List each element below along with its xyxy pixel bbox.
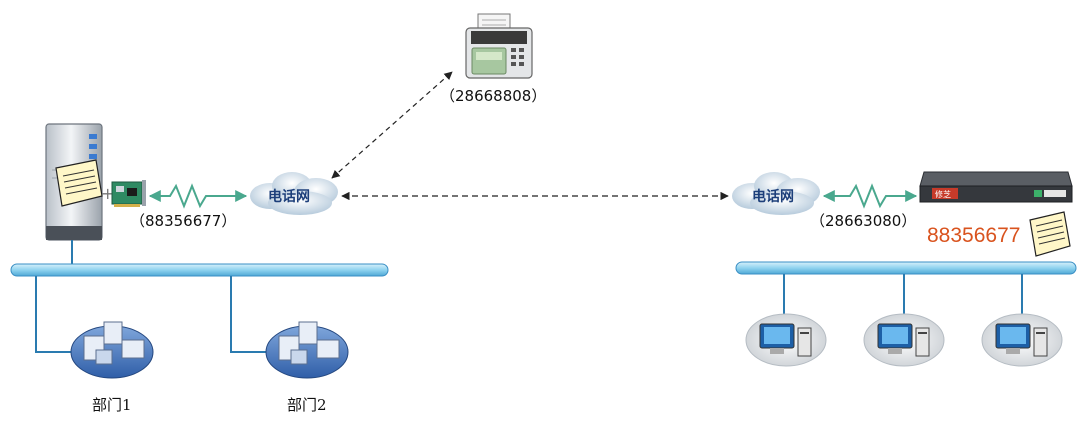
department-1-icon	[70, 321, 154, 379]
dept2-link-line	[230, 276, 272, 353]
department-1-label: 部门1	[92, 396, 132, 414]
left-signal-icon	[148, 183, 248, 209]
fax-card-icon	[111, 180, 146, 207]
received-document-icon	[1029, 211, 1071, 257]
left-telephone-network-cloud-icon	[250, 172, 338, 215]
fax-gateway-device-icon: 修芝	[919, 171, 1073, 203]
left-network-label: 电话网	[268, 188, 310, 205]
plus-icon: +	[101, 184, 114, 203]
department-2-icon	[265, 321, 349, 379]
device-brand-text: 修芝	[935, 189, 951, 199]
fax-link-line	[331, 71, 453, 179]
dept1-link-line	[35, 276, 78, 353]
server-number-label: （88356677）	[130, 212, 236, 230]
forwarded-number-label: 88356677	[927, 224, 1020, 247]
left-lan-bus	[10, 263, 389, 277]
department-2-label: 部门2	[287, 396, 327, 414]
pc-1-icon	[745, 313, 827, 367]
fax-number-label: （28668808）	[440, 87, 546, 105]
right-telephone-network-cloud-icon	[732, 172, 820, 215]
gateway-number-label: （28663080）	[810, 212, 916, 230]
right-network-label: 电话网	[752, 188, 794, 205]
fax-machine-icon	[465, 13, 533, 79]
fax-document-icon	[55, 159, 103, 207]
pc-3-icon	[981, 313, 1063, 367]
right-lan-bus	[735, 261, 1077, 275]
pc-2-icon	[863, 313, 945, 367]
right-signal-icon	[822, 183, 918, 209]
